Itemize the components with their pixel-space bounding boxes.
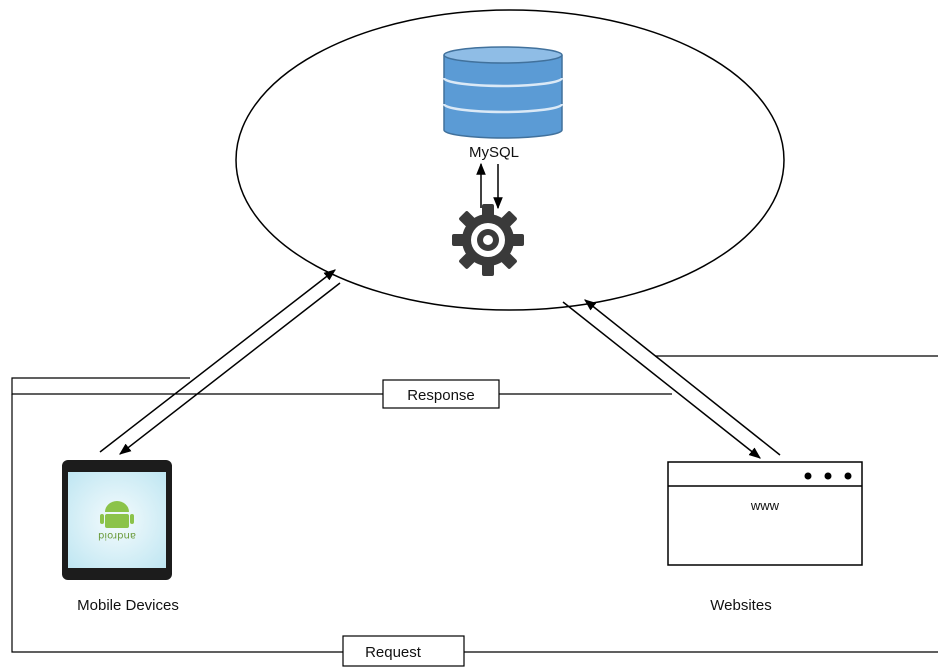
request-path-left <box>11 394 343 653</box>
response-box <box>382 379 500 409</box>
mobile-devices-label: Mobile Devices <box>77 597 179 614</box>
www-label: www <box>750 498 780 513</box>
mobile-response-arrow <box>119 282 341 455</box>
server-ellipse <box>235 9 785 311</box>
browser-window-icon <box>667 461 863 566</box>
websites-label: Websites <box>710 597 771 614</box>
android-wordmark: android <box>98 530 136 541</box>
mobile-request-arrow <box>99 269 336 453</box>
website-response-arrow <box>562 301 761 459</box>
database-label: MySQL <box>469 144 519 161</box>
website-request-arrow <box>584 299 781 456</box>
request-box <box>342 635 465 667</box>
gear-icon <box>452 204 524 276</box>
response-label: Response <box>407 387 475 404</box>
request-label: Request <box>365 644 422 661</box>
android-phone-icon: android <box>62 460 172 580</box>
response-path <box>11 377 196 395</box>
database-cylinder-icon <box>442 46 564 139</box>
